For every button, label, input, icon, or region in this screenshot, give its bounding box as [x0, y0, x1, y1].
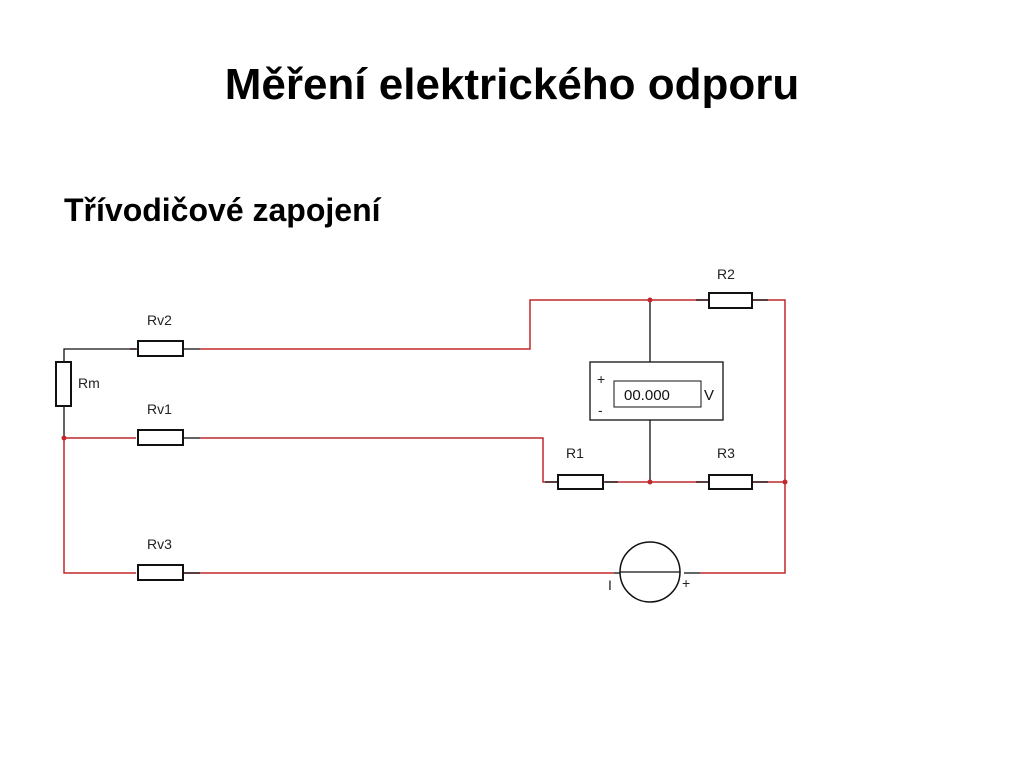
resistor-rv1 [137, 429, 184, 446]
junction-left [61, 435, 67, 441]
label-r2: R2 [717, 266, 735, 282]
resistor-r1 [557, 474, 604, 490]
junction-top [647, 297, 653, 303]
label-r3: R3 [717, 445, 735, 461]
junction-middle [647, 479, 653, 485]
resistor-rv3 [137, 564, 184, 581]
resistor-r2 [708, 292, 753, 309]
circuit-leads [63, 299, 768, 574]
label-rv3: Rv3 [147, 536, 172, 552]
wire-rv2-line [200, 299, 710, 350]
label-rm: Rm [78, 375, 100, 391]
source-plus-terminal: + [682, 575, 690, 591]
lead-rm-top [63, 348, 130, 362]
voltmeter-unit: V [704, 387, 714, 404]
source-minus-terminal: I [608, 577, 612, 593]
wire-left-vertical [63, 438, 136, 574]
voltmeter-reading: 00.000 [624, 387, 670, 404]
label-r1: R1 [566, 445, 584, 461]
junction-right [782, 479, 788, 485]
wire-r2-right [700, 299, 786, 574]
slide-subtitle: Třívodičové zapojení [64, 192, 381, 228]
voltmeter-plus-terminal: + [597, 371, 605, 387]
resistor-r3 [708, 474, 753, 490]
label-rv1: Rv1 [147, 401, 172, 417]
wire-rv1-line [200, 437, 557, 483]
resistor-rm [55, 361, 72, 407]
label-rv2: Rv2 [147, 312, 172, 328]
voltmeter-display [613, 380, 702, 408]
voltmeter-minus-terminal: - [598, 402, 603, 418]
resistor-rv2 [137, 340, 184, 357]
voltmeter: 00.000 V + - [589, 361, 724, 421]
slide-title: Měření elektrického odporu [224, 60, 800, 109]
current-source: I + [608, 541, 690, 603]
